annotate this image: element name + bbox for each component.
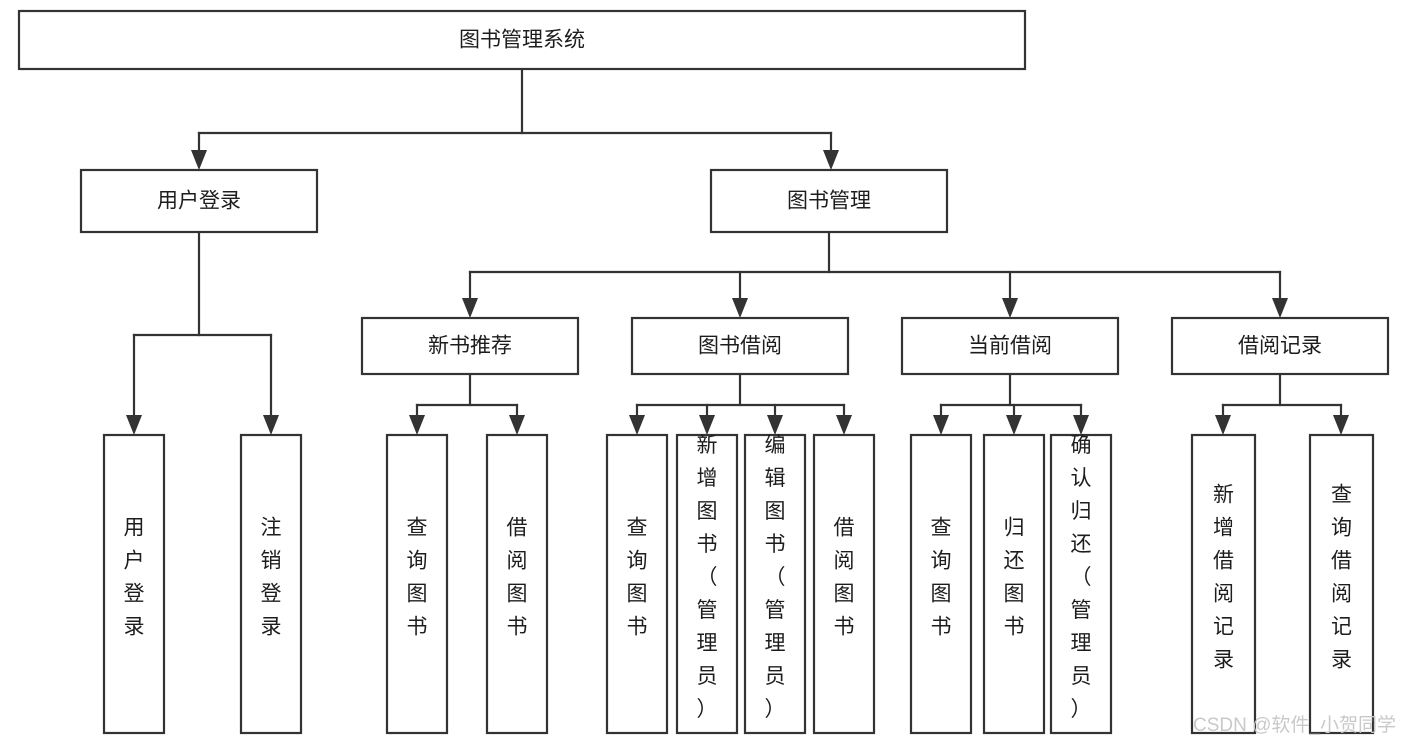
arrow-borrow-record [1272,298,1288,318]
leaf-node[interactable]: 归还图书 [982,433,1046,735]
leaf-node-label: 确认归还（管理员） [1071,434,1092,721]
node-current-borrow-label: 当前借阅 [968,335,1052,358]
leaf-node[interactable]: 用户登录 [102,433,166,735]
node-book-management-box[interactable] [709,168,949,234]
leaf-node-label: 注销登录 [261,517,282,639]
node-book-borrow-label: 图书借阅 [698,335,782,358]
arrow-leaf-query-book-borrow [629,415,645,435]
arrow-new-book-recommend [462,298,478,318]
leaf-node[interactable]: 查询借阅记录 [1308,433,1375,735]
node-book-borrow-box[interactable] [630,316,850,376]
leaf-node[interactable]: 新增图书（管理员） [675,433,739,735]
node-new-book-recommend-label: 新书推荐 [428,335,512,358]
node-book-borrow[interactable]: 图书借阅 [630,316,850,376]
leaf-node-box[interactable] [102,433,166,735]
arrow-leaf-query-borrow-record [1333,415,1349,435]
leaf-node[interactable]: 借阅图书 [812,433,876,735]
csdn-watermark: CSDN @软件_小贺同学 [1193,714,1396,736]
leaf-node[interactable]: 查询图书 [385,433,449,735]
arrow-leaf-borrow-book-recommend [509,415,525,435]
connector-layer [126,67,1349,435]
leaf-node-label: 借阅图书 [834,517,855,639]
node-book-management-label: 图书管理 [787,190,871,213]
leaf-node-label: 新增借阅记录 [1213,484,1234,672]
leaf-node-box[interactable] [239,433,303,735]
arrow-leaf-query-book-current [933,415,949,435]
leaf-node-layer: 用户登录 注销登录 查询图书 借阅图书 查询图书 新增图书（管理员） 编辑图书（管理员） 借阅… [102,433,1375,735]
leaf-node[interactable]: 借阅图书 [485,433,549,735]
node-user-login-box[interactable] [79,168,319,234]
arrow-leaf-user-login [126,415,142,435]
arrow-leaf-borrow-book [836,415,852,435]
arrow-leaf-add-book [699,415,715,435]
leaf-node-label: 归还图书 [1004,517,1025,639]
arrow-leaf-confirm-return [1073,415,1089,435]
node-book-management[interactable]: 图书管理 [709,168,949,234]
leaf-node-label: 查询借阅记录 [1331,484,1352,672]
leaf-node[interactable]: 查询图书 [605,433,669,735]
node-current-borrow-box[interactable] [900,316,1120,376]
leaf-node-box[interactable] [982,433,1046,735]
leaf-node-box[interactable] [909,433,973,735]
leaf-node-box[interactable] [1308,433,1375,735]
node-new-book-recommend-box[interactable] [360,316,580,376]
leaf-node-label: 编辑图书（管理员） [765,434,786,721]
leaf-node[interactable]: 确认归还（管理员） [1049,433,1113,735]
leaf-node-box[interactable] [385,433,449,735]
arrow-book-borrow [732,298,748,318]
arrow-leaf-logout [263,415,279,435]
node-layer: 图书管理系统 用户登录 图书管理 新书推荐 图书借阅 当前 [17,9,1390,376]
arrow-current-borrow [1002,298,1018,318]
node-root-box[interactable] [17,9,1027,71]
node-borrow-record-label: 借阅记录 [1238,335,1322,358]
arrow-leaf-edit-book [767,415,783,435]
leaf-node-label: 新增图书（管理员） [697,434,718,721]
node-borrow-record[interactable]: 借阅记录 [1170,316,1390,376]
node-new-book-recommend[interactable]: 新书推荐 [360,316,580,376]
leaf-node-box[interactable] [485,433,549,735]
arrow-leaf-add-borrow-record [1215,415,1231,435]
node-root[interactable]: 图书管理系统 [17,9,1027,71]
arrow-leaf-query-book-recommend [409,415,425,435]
node-root-label: 图书管理系统 [459,29,585,52]
leaf-node-box[interactable] [1190,433,1257,735]
leaf-node-label: 查询图书 [407,517,428,639]
leaf-node-box[interactable] [1049,433,1113,735]
leaf-node[interactable]: 注销登录 [239,433,303,735]
leaf-node-box[interactable] [605,433,669,735]
leaf-node[interactable]: 新增借阅记录 [1190,433,1257,735]
leaf-node-box[interactable] [812,433,876,735]
leaf-node-label: 查询图书 [931,517,952,639]
node-current-borrow[interactable]: 当前借阅 [900,316,1120,376]
arrow-to-book-management [823,150,839,170]
node-borrow-record-box[interactable] [1170,316,1390,376]
leaf-node-label: 借阅图书 [507,517,528,639]
arrow-leaf-return-book [1006,415,1022,435]
leaf-node-box[interactable] [743,433,807,735]
node-user-login-label: 用户登录 [157,190,241,213]
leaf-node-label: 查询图书 [627,517,648,639]
node-user-login[interactable]: 用户登录 [79,168,319,234]
arrow-to-user-login [191,150,207,170]
leaf-node-label: 用户登录 [124,517,145,639]
leaf-node-box[interactable] [675,433,739,735]
leaf-node[interactable]: 查询图书 [909,433,973,735]
leaf-node[interactable]: 编辑图书（管理员） [743,433,807,735]
